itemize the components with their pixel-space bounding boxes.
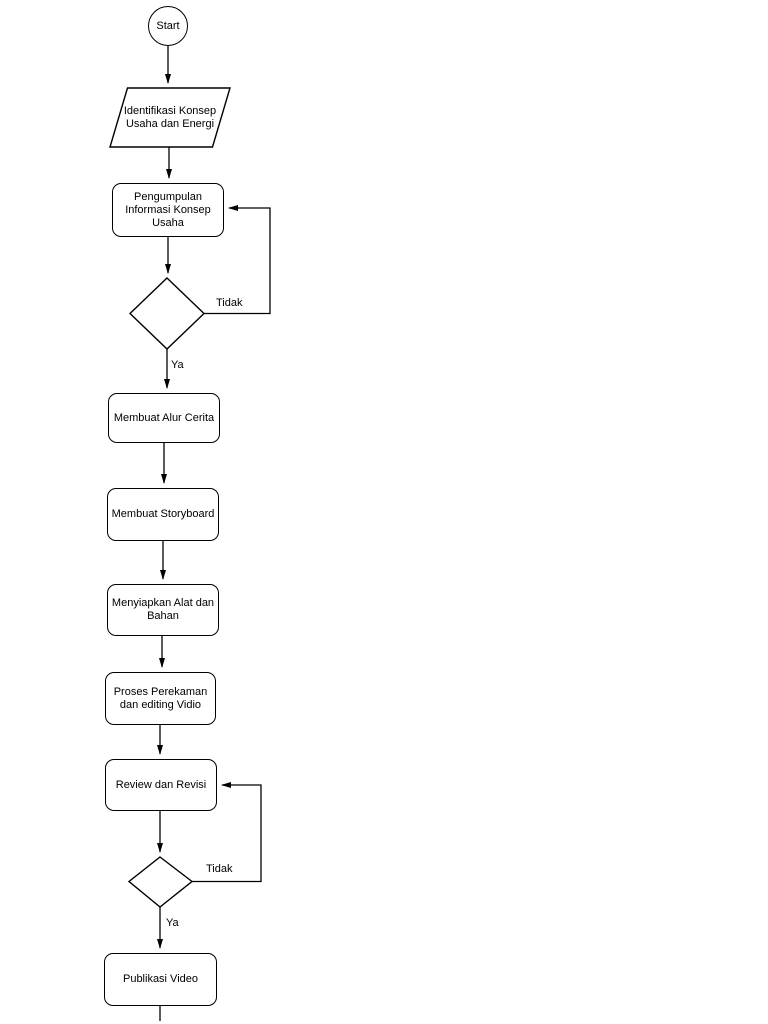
- start-node: Start: [148, 6, 188, 46]
- identify-node-label: Identifikasi Konsep Usaha dan Energi: [123, 104, 217, 130]
- edge-label-decision1-no: Tidak: [216, 297, 243, 309]
- edge-label-decision2-no: Tidak: [206, 863, 233, 875]
- edge-decision2-no-loop: [192, 782, 262, 883]
- edge-label-decision2-yes: Ya: [166, 917, 179, 929]
- storyboard-node: Membuat Storyboard: [107, 488, 219, 541]
- gather-node: Pengumpulan Informasi Konsep Usaha: [112, 183, 224, 237]
- identify-parallelogram-shape: [109, 87, 231, 148]
- edge-label-decision1-yes: Ya: [171, 359, 184, 371]
- tools-node: Menyiapkan Alat dan Bahan: [107, 584, 219, 636]
- decision-1-diamond-shape: [128, 277, 206, 350]
- edge-decision1-no-loop: [204, 205, 271, 315]
- decision-2-diamond-shape: [127, 856, 194, 908]
- start-node-label: Start: [156, 20, 180, 32]
- record-node: Proses Perekaman dan editing Vidio: [105, 672, 216, 725]
- story-node: Membuat Alur Cerita: [108, 393, 220, 443]
- publish-node: Publikasi Video: [104, 953, 217, 1006]
- review-node: Review dan Revisi: [105, 759, 217, 811]
